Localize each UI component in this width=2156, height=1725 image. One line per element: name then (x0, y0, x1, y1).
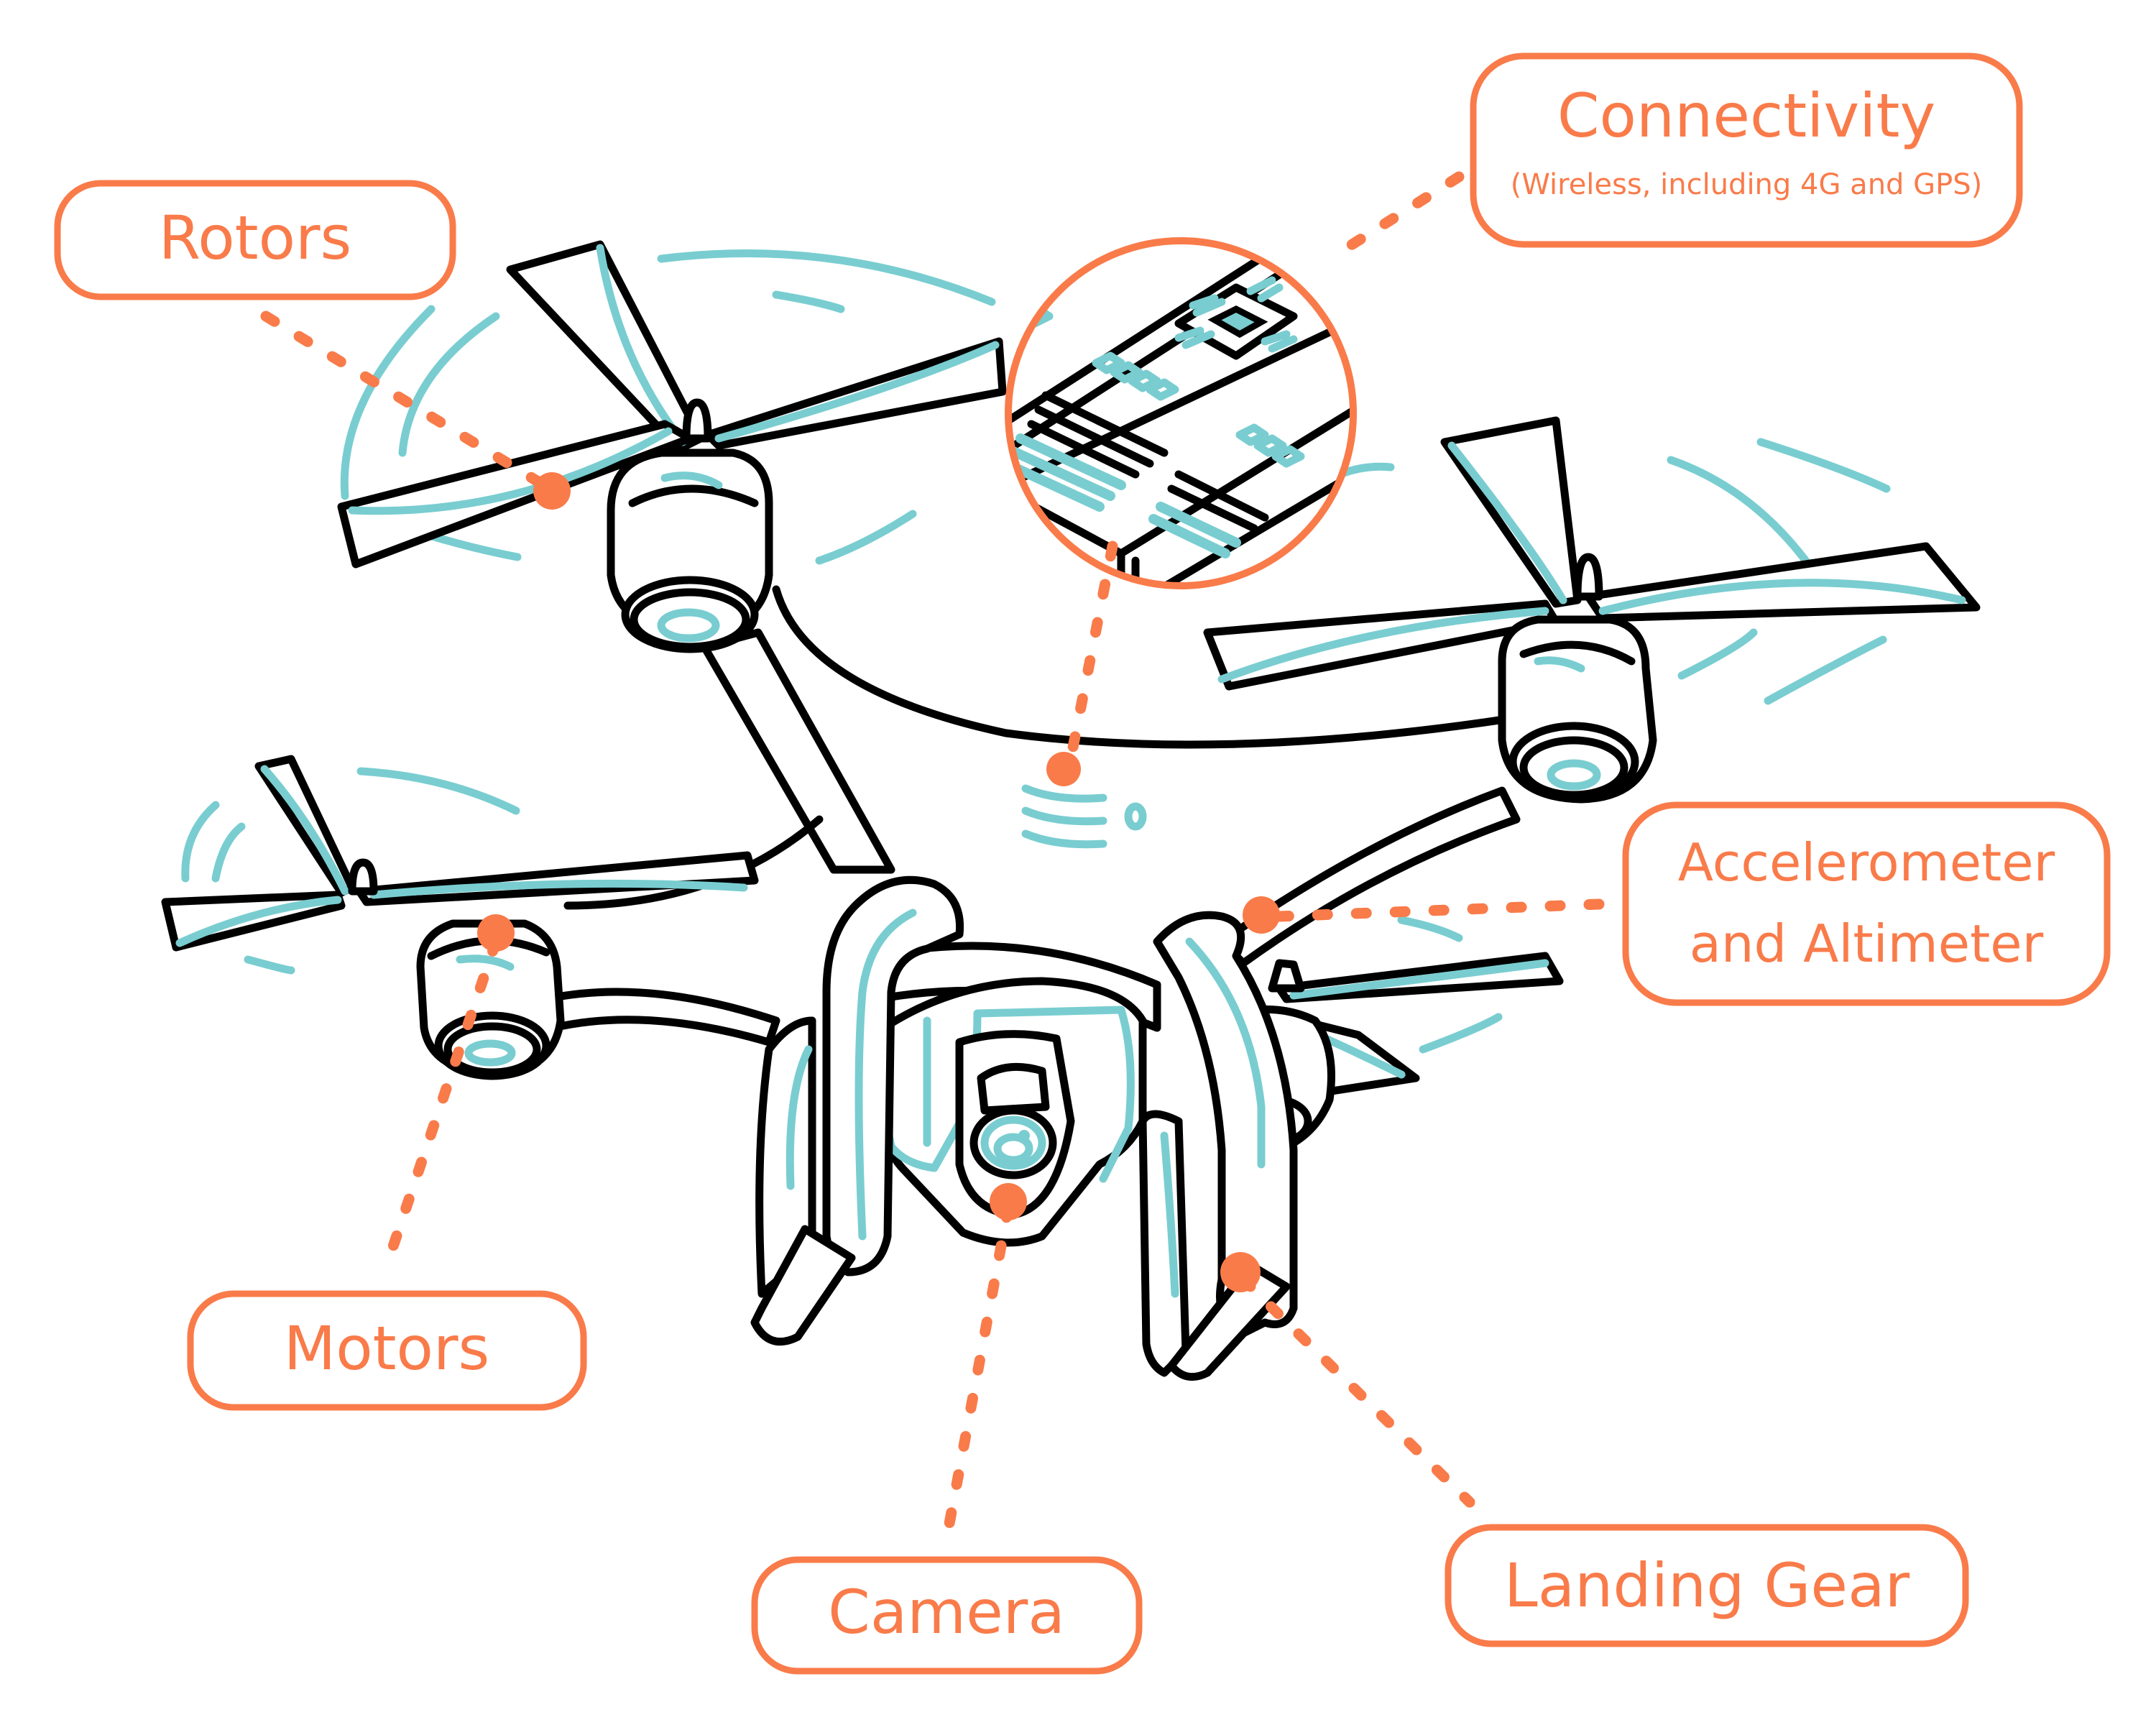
camera-pointer-dot (990, 1183, 1027, 1220)
connectivity-pointer-dot (1046, 752, 1081, 786)
motor-lower-left (416, 919, 565, 1080)
rotor-right (1203, 416, 1981, 691)
rotors-pointer-dot (533, 472, 571, 510)
rotor-lower-right (1268, 952, 1564, 1097)
label-camera: Camera (751, 1556, 1143, 1675)
label-landing-gear-text: Landing Gear (1504, 1550, 1910, 1621)
circuit-board-magnifier-icon (1005, 237, 1357, 589)
label-motors-text: Motors (284, 1313, 490, 1384)
wireless-signal-icon (1021, 784, 1147, 849)
drone-body (840, 942, 1161, 1247)
landing-gear-pointer-dot (1220, 1252, 1261, 1292)
rotor-motion-arcs (181, 249, 1891, 1054)
label-accelerometer-line2: and Altimeter (1690, 914, 2044, 974)
motors-pointer-dot (477, 914, 515, 952)
motor-top-left (607, 448, 773, 653)
leader-lines (260, 171, 1605, 1533)
rotor-top-left (337, 240, 1007, 569)
label-rotors: Rotors (54, 180, 456, 300)
label-accelerometer-line1: Accelerometer (1678, 832, 2055, 893)
label-camera-text: Camera (828, 1577, 1065, 1647)
label-connectivity-subtitle: (Wireless, including 4G and GPS) (1511, 168, 1983, 201)
accelerometer-pointer-dot (1243, 896, 1280, 934)
landing-gear (750, 875, 1298, 1381)
label-motors: Motors (187, 1290, 587, 1411)
label-accelerometer-altimeter: Accelerometer and Altimeter (1622, 801, 2111, 1006)
label-connectivity: Connectivity (Wireless, including 4G and… (1470, 52, 2023, 248)
label-rotors-text: Rotors (159, 203, 352, 273)
motor-right (1498, 615, 1657, 804)
rotor-lower-left (161, 755, 759, 952)
label-connectivity-title: Connectivity (1557, 80, 1935, 151)
label-landing-gear: Landing Gear (1445, 1524, 1969, 1647)
